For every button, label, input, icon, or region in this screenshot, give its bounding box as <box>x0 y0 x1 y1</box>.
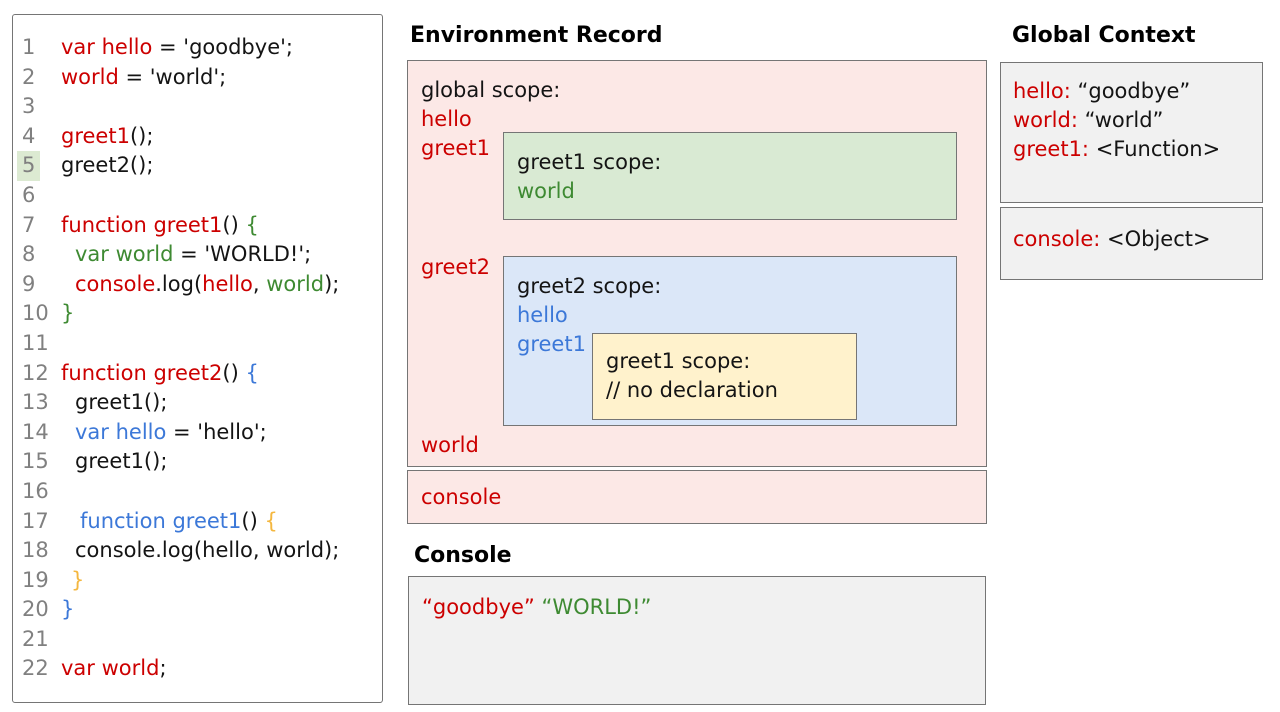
code-editor-panel: 1 var hello = 'goodbye'; 2 world = 'world';… <box>12 14 383 703</box>
greet1-scope-box: greet1 scope: world <box>503 132 957 220</box>
line-number: 10 <box>22 301 49 326</box>
global-context-entry-world: world: “world” <box>1013 108 1164 132</box>
inner-greet1-comment: // no declaration <box>606 378 778 402</box>
code-text: var world; <box>61 656 167 681</box>
greet2-var-hello: hello <box>517 303 568 327</box>
line-number: 17 <box>22 508 49 533</box>
code-text: } <box>61 597 75 622</box>
line-number: 16 <box>22 478 49 503</box>
inner-greet1-scope-label: greet1 scope: <box>606 349 751 373</box>
code-text: console.log(hello, world); <box>75 271 340 296</box>
code-line: 15 greet1(); <box>13 447 382 477</box>
code-line: 8 var world = 'WORLD!'; <box>13 240 382 270</box>
code-line: 2 world = 'world'; <box>13 63 382 93</box>
line-number: 22 <box>22 656 49 681</box>
console-heading: Console <box>414 543 512 568</box>
code-text: } <box>71 567 85 592</box>
code-line: 16 <box>13 477 382 507</box>
console-output-goodbye: “goodbye” <box>422 595 542 619</box>
code-text: greet2(); <box>61 153 154 178</box>
code-text: greet1(); <box>75 449 168 474</box>
line-number: 20 <box>22 597 49 622</box>
greet2-scope-box: greet2 scope: hello greet1 greet1 scope:… <box>503 256 957 426</box>
line-number: 18 <box>22 538 49 563</box>
global-context-box-2: console: <Object> <box>1000 207 1263 280</box>
greet2-var-greet1: greet1 <box>517 332 586 356</box>
console-record-box: console <box>407 470 987 524</box>
code-text: function greet1() { <box>80 508 278 533</box>
line-number: 21 <box>22 626 49 651</box>
line-number: 3 <box>22 94 36 119</box>
global-var-greet2: greet2 <box>421 255 490 279</box>
console-record-label: console <box>421 485 502 509</box>
global-var-hello: hello <box>421 107 472 131</box>
global-context-entry-console: console: <Object> <box>1013 227 1211 251</box>
line-number: 14 <box>22 419 49 444</box>
global-context-heading: Global Context <box>1012 23 1196 48</box>
code-line: 18 console.log(hello, world); <box>13 536 382 566</box>
code-text: function greet1() { <box>61 212 259 237</box>
code-line: 17 function greet1() { <box>13 507 382 537</box>
code-text: var world = 'WORLD!'; <box>75 242 312 267</box>
code-line: 12 function greet2() { <box>13 359 382 389</box>
line-number: 15 <box>22 449 49 474</box>
code-line: 22 var world; <box>13 654 382 684</box>
code-text: world = 'world'; <box>61 64 227 89</box>
code-line: 11 <box>13 329 382 359</box>
greet2-scope-label: greet2 scope: <box>517 274 662 298</box>
greet1-scope-label: greet1 scope: <box>517 150 662 174</box>
code-lines: 1 var hello = 'goodbye'; 2 world = 'world';… <box>13 33 382 684</box>
global-var-greet1: greet1 <box>421 136 490 160</box>
environment-record-heading: Environment Record <box>410 23 663 48</box>
global-scope-label: global scope: <box>421 78 561 102</box>
line-number: 13 <box>22 390 49 415</box>
line-number: 6 <box>22 182 36 207</box>
line-number: 9 <box>22 271 36 296</box>
code-line: 10} <box>13 299 382 329</box>
line-number: 1 <box>22 35 36 59</box>
line-number: 12 <box>22 360 49 385</box>
code-text: function greet2() { <box>61 360 259 385</box>
line-number: 5 <box>13 151 61 181</box>
console-output-world: “WORLD!” <box>541 595 652 619</box>
code-line: 7 function greet1() { <box>13 211 382 241</box>
code-line: 6 <box>13 181 382 211</box>
line-number: 11 <box>22 330 49 355</box>
global-var-world: world <box>421 433 479 457</box>
code-line: 20} <box>13 595 382 625</box>
code-text: console.log(hello, world); <box>75 538 340 563</box>
code-text: greet1(); <box>75 390 168 415</box>
code-line: 9 console.log(hello, world); <box>13 270 382 300</box>
code-line: 13 greet1(); <box>13 388 382 418</box>
code-text: } <box>61 301 75 326</box>
line-number: 19 <box>22 567 49 592</box>
line-number: 2 <box>22 64 36 89</box>
code-line: 4 greet1(); <box>13 122 382 152</box>
code-line: 3 <box>13 92 382 122</box>
code-text: greet1(); <box>61 123 154 148</box>
global-scope-box: global scope: hello greet1 greet2 world … <box>407 60 987 467</box>
code-text: var hello = 'hello'; <box>75 419 267 444</box>
code-line: 1 var hello = 'goodbye'; <box>13 33 382 63</box>
global-context-entry-hello: hello: “goodbye” <box>1013 79 1191 103</box>
line-number: 8 <box>22 242 36 267</box>
code-text: var hello = 'goodbye'; <box>61 35 293 59</box>
global-context-box-1: hello: “goodbye” world: “world” greet1: … <box>1000 62 1263 203</box>
line-number: 4 <box>22 123 36 148</box>
global-context-entry-greet1: greet1: <Function> <box>1013 137 1221 161</box>
line-number: 7 <box>22 212 36 237</box>
greet1-var-world: world <box>517 179 575 203</box>
code-line: 19} <box>13 566 382 596</box>
code-line: 14 var hello = 'hello'; <box>13 418 382 448</box>
inner-greet1-scope-box: greet1 scope: // no declaration <box>592 333 857 420</box>
console-output-panel: “goodbye” “WORLD!” <box>408 576 986 705</box>
code-line: 21 <box>13 625 382 655</box>
